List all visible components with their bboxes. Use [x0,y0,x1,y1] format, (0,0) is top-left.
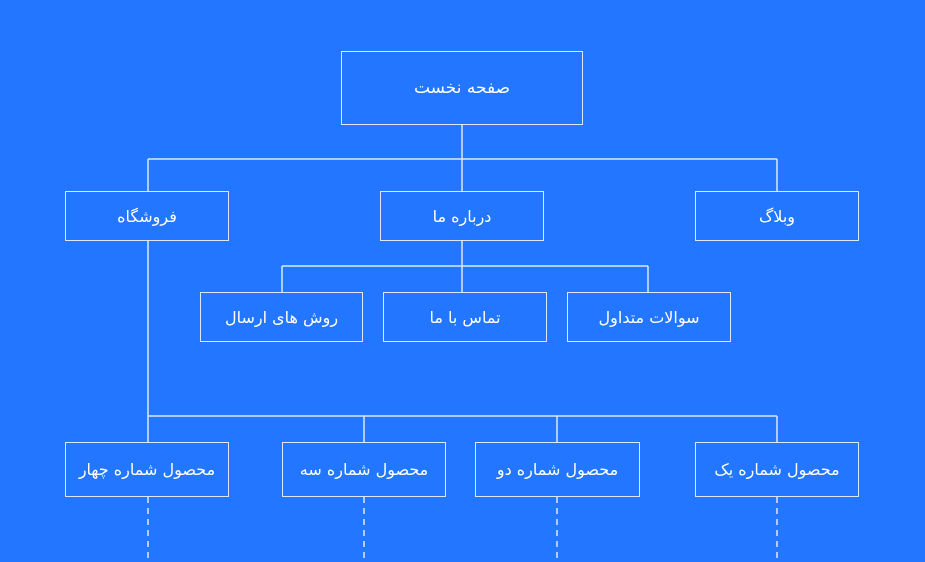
node-shop[interactable]: فروشگاه [65,191,229,241]
node-about[interactable]: درباره ما [380,191,544,241]
node-label: تماس با ما [429,307,501,327]
node-product-4[interactable]: محصول شماره چهار [65,442,229,497]
node-contact-us[interactable]: تماس با ما [383,292,547,342]
node-label: وبلاگ [758,206,796,226]
node-label: محصول شماره سه [299,460,429,479]
node-product-3[interactable]: محصول شماره سه [282,442,446,497]
node-label: محصول شماره یک [714,460,840,479]
node-label: فروشگاه [117,206,177,226]
node-label: سوالات متداول [598,307,700,327]
node-label: محصول شماره دو [496,460,619,479]
node-label: محصول شماره چهار [78,460,216,479]
node-product-1[interactable]: محصول شماره یک [695,442,859,497]
node-faq[interactable]: سوالات متداول [567,292,731,342]
node-label: روش های ارسال [224,307,339,327]
node-shipping-methods[interactable]: روش های ارسال [200,292,363,342]
node-blog[interactable]: وبلاگ [695,191,859,241]
node-label: درباره ما [432,206,492,226]
node-home[interactable]: صفحه نخست [341,51,583,125]
node-product-2[interactable]: محصول شماره دو [475,442,640,497]
node-label: صفحه نخست [413,78,511,98]
